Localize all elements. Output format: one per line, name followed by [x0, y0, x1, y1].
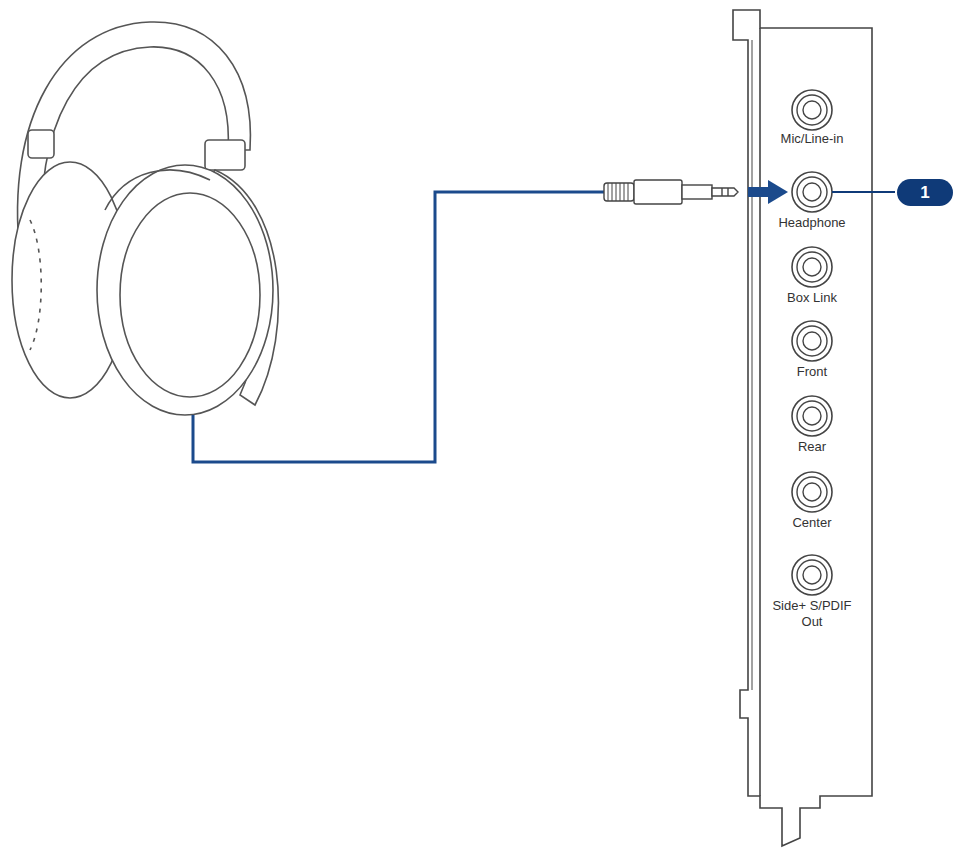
port-label: Headphone	[778, 215, 845, 231]
port-label: Side+ S/PDIF Out	[772, 598, 852, 630]
port-label: Box Link	[787, 290, 837, 306]
headphones	[12, 22, 278, 415]
insert-arrow	[748, 180, 788, 204]
audio-plug	[604, 180, 738, 204]
port-label: Mic/Line-in	[781, 131, 844, 147]
port-label: Rear	[798, 439, 826, 455]
port-label: Front	[797, 364, 827, 380]
audio-ports	[792, 90, 832, 595]
leader-line	[832, 191, 895, 193]
callout-number: 1	[897, 179, 953, 206]
pci-bracket	[733, 10, 872, 846]
port-label: Center	[792, 515, 831, 531]
cable	[193, 192, 605, 462]
